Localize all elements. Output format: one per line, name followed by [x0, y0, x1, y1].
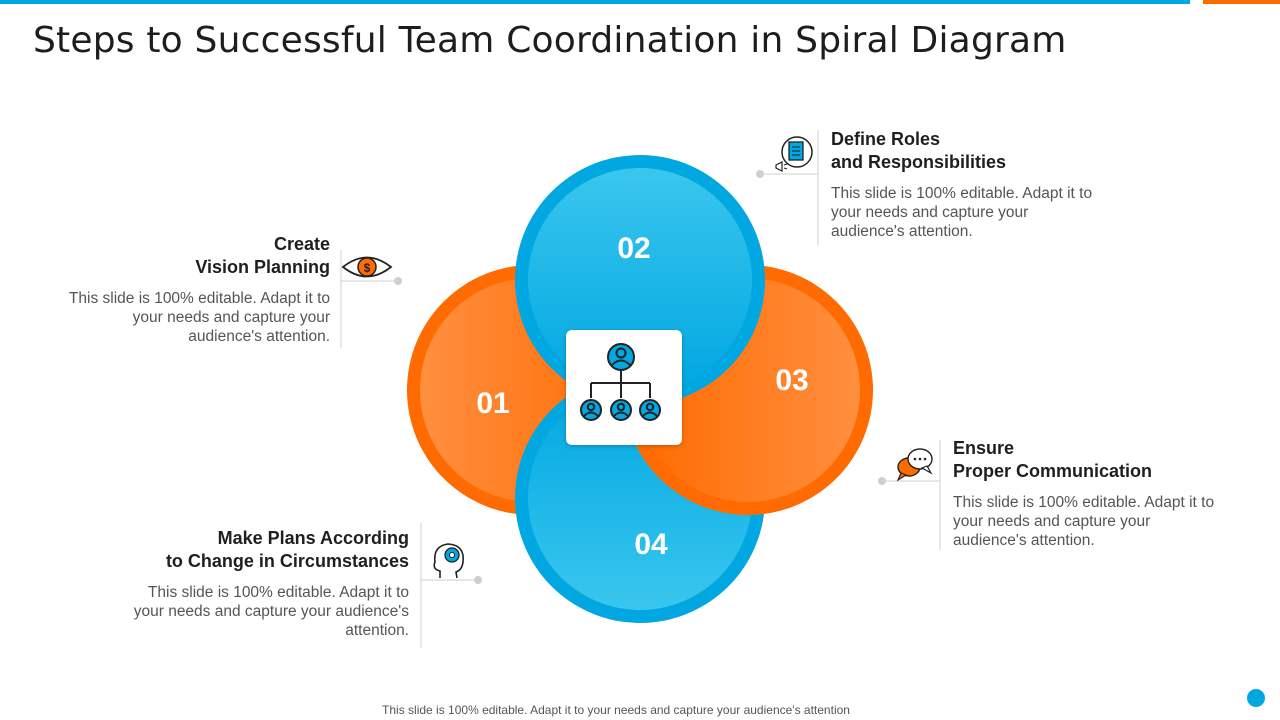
step-04-heading-line1: Make Plans According	[217, 528, 409, 548]
top-accent-bar-orange	[1203, 0, 1280, 4]
step-number-03: 03	[775, 364, 808, 397]
step-01-heading-line1: Create	[273, 234, 330, 254]
step-01-heading-line2: Vision Planning	[195, 257, 330, 277]
step-number-01: 01	[476, 387, 509, 420]
footer-note: This slide is 100% editable. Adapt it to…	[382, 703, 850, 717]
step-02-description: This slide is 100% editable. Adapt it to…	[831, 185, 1093, 240]
connector-dots	[394, 170, 886, 584]
step-04-description: This slide is 100% editable. Adapt it to…	[133, 584, 409, 639]
step-04-text: Make Plans According to Change in Circums…	[120, 527, 409, 640]
center-card	[566, 330, 682, 445]
team-hierarchy-icon	[580, 343, 661, 421]
svg-text:$: $	[364, 261, 371, 275]
connectors	[340, 130, 941, 648]
page-title: Steps to Successful Team Coordination in…	[33, 20, 1067, 61]
document-megaphone-icon	[775, 136, 813, 172]
step-02-text: Define Roles and Responsibilities This sl…	[831, 128, 1101, 241]
step-number-02: 02	[617, 232, 650, 265]
step-04-heading-line2: to Change in Circumstances	[165, 551, 409, 571]
step-02-heading-line2: and Responsibilities	[831, 152, 1007, 172]
corner-dot	[1247, 689, 1265, 707]
step-number-04: 04	[634, 528, 668, 561]
step-03-description: This slide is 100% editable. Adapt it to…	[953, 494, 1215, 549]
step-04-heading: Make Plans According to Change in Circums…	[120, 527, 409, 573]
step-02-heading-line1: Define Roles	[831, 129, 941, 149]
chat-bubbles-icon	[896, 448, 933, 482]
eye-dollar-icon: $	[341, 256, 393, 278]
step-03-heading-line1: Ensure	[953, 438, 1015, 458]
step-03-heading-line2: Proper Communication	[953, 461, 1153, 481]
step-02-heading: Define Roles and Responsibilities	[831, 128, 1101, 174]
top-accent-bar-blue	[0, 0, 1190, 4]
head-gear-icon	[433, 543, 465, 579]
step-01-description: This slide is 100% editable. Adapt it to…	[68, 290, 330, 345]
